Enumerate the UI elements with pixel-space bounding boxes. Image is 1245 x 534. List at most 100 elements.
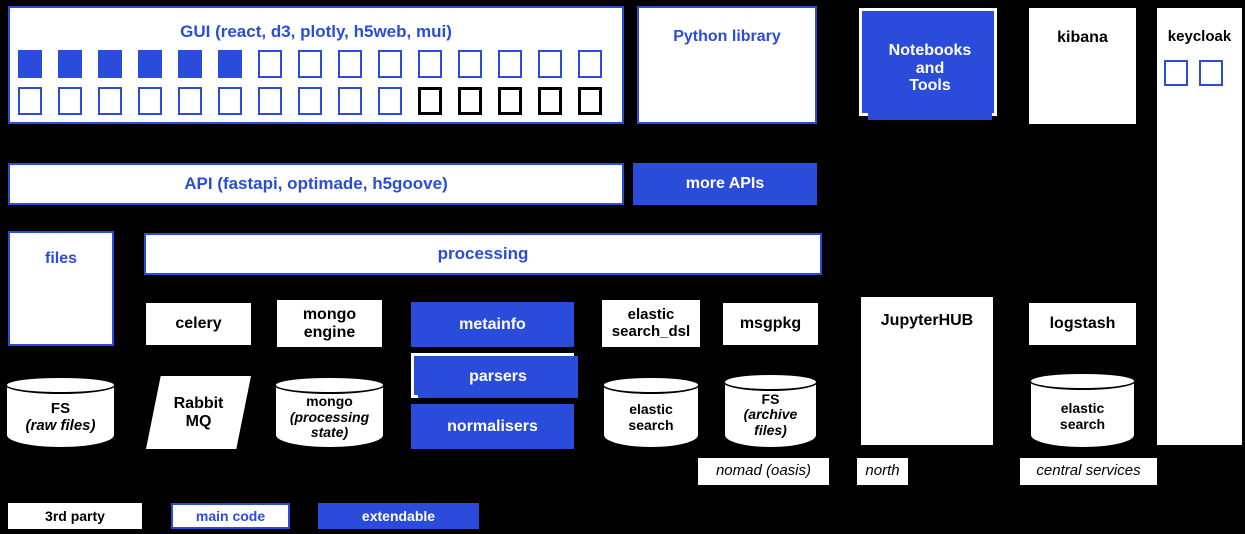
- rabbitmq-line1: Rabbit: [173, 394, 224, 412]
- jupyterhub-box[interactable]: JupyterHUB: [861, 297, 993, 445]
- gui-chip[interactable]: [58, 50, 82, 78]
- files-box[interactable]: files: [8, 231, 114, 346]
- elastic-search-cylinder-right[interactable]: elastic search: [1029, 372, 1136, 449]
- gui-chip[interactable]: [338, 50, 362, 78]
- gui-chip[interactable]: [538, 87, 562, 115]
- more-apis-box[interactable]: more APIs: [633, 163, 817, 205]
- mongo-processing-state-cylinder[interactable]: mongo (processing state): [274, 376, 385, 449]
- logstash-box[interactable]: logstash: [1029, 303, 1136, 345]
- fs-archive-line2: (archive: [743, 406, 798, 423]
- legend-main-code-label: main code: [195, 508, 266, 524]
- gui-chip[interactable]: [18, 50, 42, 78]
- gui-chip[interactable]: [58, 87, 82, 115]
- legend-main-code: main code: [171, 503, 290, 529]
- gui-chip[interactable]: [218, 87, 242, 115]
- gui-chip[interactable]: [98, 87, 122, 115]
- gui-chip[interactable]: [218, 50, 242, 78]
- gui-chip[interactable]: [578, 87, 602, 115]
- normalisers-label: normalisers: [447, 417, 538, 435]
- elastic-search-right-line2: search: [1059, 415, 1106, 432]
- legend-third-party-label: 3rd party: [45, 508, 105, 524]
- mongo-engine-line1: mongo: [302, 305, 357, 323]
- api-box[interactable]: API (fastapi, optimade, h5goove): [8, 163, 624, 205]
- gui-chip-row-2: [18, 87, 608, 115]
- legend-third-party: 3rd party: [8, 503, 142, 529]
- gui-chip[interactable]: [138, 87, 162, 115]
- elastic-search-cylinder-left[interactable]: elastic search: [602, 376, 700, 449]
- gui-chip[interactable]: [458, 87, 482, 115]
- zone-nomad-oasis-text: nomad (oasis): [715, 462, 812, 480]
- normalisers-box[interactable]: normalisers: [411, 404, 574, 449]
- gui-chip[interactable]: [418, 50, 442, 78]
- gui-chip[interactable]: [338, 87, 362, 115]
- gui-chip[interactable]: [258, 87, 282, 115]
- gui-chip[interactable]: [178, 50, 202, 78]
- mongo-state-line1: mongo: [306, 393, 353, 410]
- zone-label-central-services: central services: [1020, 458, 1157, 485]
- mongo-engine-box[interactable]: mongo engine: [277, 300, 382, 347]
- logstash-label: logstash: [1049, 315, 1116, 333]
- celery-box[interactable]: celery: [146, 303, 251, 345]
- gui-chip[interactable]: [178, 87, 202, 115]
- kibana-box[interactable]: kibana: [1029, 8, 1136, 124]
- mongo-state-line3: state): [310, 424, 349, 441]
- processing-box[interactable]: processing: [144, 233, 822, 275]
- gui-chip[interactable]: [18, 87, 42, 115]
- elastic-search-dsl-line2: search_dsl: [611, 322, 691, 340]
- legend-extendable-label: extendable: [361, 508, 436, 524]
- mongo-state-line2: (processing: [289, 408, 370, 425]
- python-library-box[interactable]: Python library: [637, 6, 817, 124]
- keycloak-box[interactable]: keycloak: [1157, 8, 1242, 445]
- elastic-search-right-line1: elastic: [1060, 400, 1105, 417]
- gui-chip[interactable]: [258, 50, 282, 78]
- gui-chip[interactable]: [298, 50, 322, 78]
- legend-extendable: extendable: [318, 503, 479, 529]
- gui-chip[interactable]: [378, 50, 402, 78]
- python-library-label: Python library: [673, 28, 781, 45]
- zone-north-text: north: [865, 462, 900, 480]
- cylinder-body: [723, 382, 818, 449]
- gui-chip[interactable]: [298, 87, 322, 115]
- fs-raw-line1: FS: [50, 400, 71, 417]
- elastic-search-left-line2: search: [628, 416, 674, 433]
- keycloak-chip[interactable]: [1164, 60, 1188, 86]
- keycloak-chip[interactable]: [1199, 60, 1223, 86]
- rabbitmq-line2: MQ: [185, 412, 212, 430]
- fs-archive-files-cylinder[interactable]: FS (archive files): [723, 373, 818, 449]
- cylinder-body: [1029, 381, 1136, 449]
- metainfo-box[interactable]: metainfo: [411, 302, 574, 347]
- gui-chip[interactable]: [138, 50, 162, 78]
- gui-chip[interactable]: [498, 50, 522, 78]
- keycloak-label: keycloak: [1167, 28, 1232, 45]
- gui-chip[interactable]: [98, 50, 122, 78]
- gui-chip[interactable]: [458, 50, 482, 78]
- gui-chip[interactable]: [578, 50, 602, 78]
- fs-raw-line2: (raw files): [25, 416, 96, 434]
- mongo-engine-line2: engine: [303, 323, 356, 341]
- gui-title: GUI (react, d3, plotly, h5web, mui): [180, 22, 452, 41]
- fs-raw-files-cylinder[interactable]: FS (raw files): [5, 376, 116, 449]
- elastic-search-left-line1: elastic: [629, 401, 673, 418]
- processing-label: processing: [437, 244, 529, 264]
- notebooks-label-line3: Tools: [909, 77, 951, 95]
- rabbitmq-shape[interactable]: Rabbit MQ: [146, 376, 251, 449]
- parsers-label: parsers: [469, 368, 527, 386]
- files-label: files: [44, 250, 77, 267]
- elastic-search-dsl-box[interactable]: elastic search_dsl: [602, 300, 700, 347]
- gui-chip[interactable]: [498, 87, 522, 115]
- metainfo-label: metainfo: [459, 315, 526, 333]
- fs-archive-line3: files): [754, 421, 787, 438]
- gui-chip[interactable]: [418, 87, 442, 115]
- gui-chip[interactable]: [538, 50, 562, 78]
- cylinder-body: [5, 385, 116, 449]
- gui-chip[interactable]: [378, 87, 402, 115]
- jupyterhub-label: JupyterHUB: [880, 312, 974, 329]
- cylinder-top: [1029, 372, 1136, 390]
- elastic-search-dsl-line1: elastic: [627, 305, 675, 323]
- msgpkg-box[interactable]: msgpkg: [723, 303, 818, 345]
- notebooks-label-line2: and: [915, 59, 945, 77]
- kibana-label: kibana: [1057, 29, 1108, 46]
- notebooks-and-tools-box[interactable]: Notebooks and Tools: [868, 17, 992, 120]
- parsers-box[interactable]: parsers: [418, 356, 578, 398]
- zone-central-services-text: central services: [1036, 462, 1141, 480]
